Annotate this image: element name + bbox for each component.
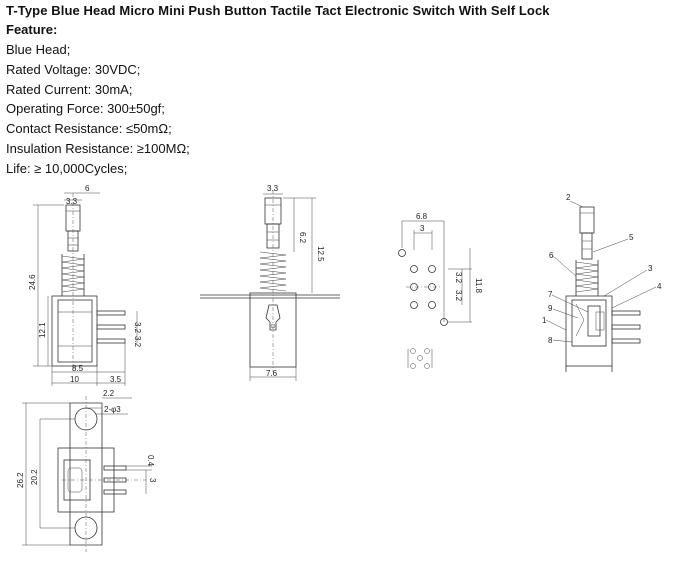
- pin-layout-drawing: 6.8 3 3.2 3.2 11.8: [398, 212, 483, 369]
- dim-pin-span: 11.8: [474, 278, 483, 294]
- spec-item: Rated Voltage: 30VDC;: [6, 61, 141, 77]
- spec-item: Blue Head;: [6, 42, 71, 57]
- dim-front-stem-width: 3.3: [267, 184, 279, 193]
- dim-bottom-hole-diameter: 2-φ3: [104, 405, 121, 414]
- contact-schematic: [407, 348, 433, 369]
- spec-item: Life: ≥ 10,000Cycles;: [6, 160, 128, 176]
- dim-bottom-hole-offset: 2.2: [103, 389, 115, 398]
- callout-2: 2: [566, 193, 571, 202]
- callout-1: 1: [542, 316, 547, 325]
- dim-side-stem-width: 3.3: [66, 197, 78, 206]
- spec-item: Rated Current: 30mA;: [6, 81, 133, 97]
- dim-side-body-length: 10: [70, 375, 79, 384]
- dim-side-cap-width: 6: [85, 184, 90, 193]
- bottom-view-drawing: 2.2 2-φ3 0.4 3 26.2 20.2: [16, 389, 157, 552]
- callout-3: 3: [648, 264, 653, 273]
- feature-heading: Feature:: [6, 22, 58, 37]
- dim-pin-row-pitch-a: 3.2: [454, 272, 463, 284]
- dim-front-cap-height: 6.2: [298, 232, 307, 244]
- dim-pin-column-pitch: 3: [420, 224, 425, 233]
- section-view-drawing: 2 5 6 3 4 7 9 1 8: [542, 193, 662, 372]
- spec-item: Insulation Resistance: ≥100MΩ;: [6, 140, 190, 156]
- dim-pin-row-pitch-b: 3.2: [454, 290, 463, 302]
- dim-side-body-depth: 8.5: [72, 364, 84, 373]
- dim-side-pin-pitch-a: 3.2: [133, 322, 142, 334]
- spec-list: Blue Head; Rated Voltage: 30VDC; Rated C…: [6, 40, 190, 179]
- callout-7: 7: [548, 290, 553, 299]
- dim-side-pin-length: 3.5: [110, 375, 122, 384]
- side-view-drawing: 6 3.3 24.6 12.1 3.2 3.2 8.5 10 3.5: [28, 184, 142, 386]
- dim-front-actuator-height: 12.5: [316, 246, 325, 262]
- dim-side-pin-pitch-b: 3.2: [133, 336, 142, 348]
- callout-4: 4: [657, 282, 662, 291]
- callout-9: 9: [548, 304, 553, 313]
- spec-item: Operating Force: 300±50gf;: [6, 101, 165, 117]
- dim-side-total-height: 24.6: [28, 274, 37, 290]
- dim-front-body-width: 7.6: [266, 369, 278, 378]
- callout-6: 6: [549, 251, 554, 260]
- callout-8: 8: [548, 336, 553, 345]
- dim-bottom-pin-thickness: 0.4: [146, 455, 155, 467]
- callout-5: 5: [629, 233, 634, 242]
- dim-bottom-hole-spacing: 20.2: [30, 469, 39, 485]
- dim-pin-row-width: 6.8: [416, 212, 428, 221]
- product-title: T-Type Blue Head Micro Mini Push Button …: [6, 3, 550, 18]
- spec-item: Contact Resistance: ≤50mΩ;: [6, 121, 172, 137]
- front-view-drawing: 3.3 6.2 12.5 7.6: [200, 184, 340, 381]
- dim-side-body-height: 12.1: [38, 322, 47, 338]
- dim-bottom-plate-length: 26.2: [16, 472, 25, 488]
- dim-bottom-pin-gap: 3: [148, 478, 157, 483]
